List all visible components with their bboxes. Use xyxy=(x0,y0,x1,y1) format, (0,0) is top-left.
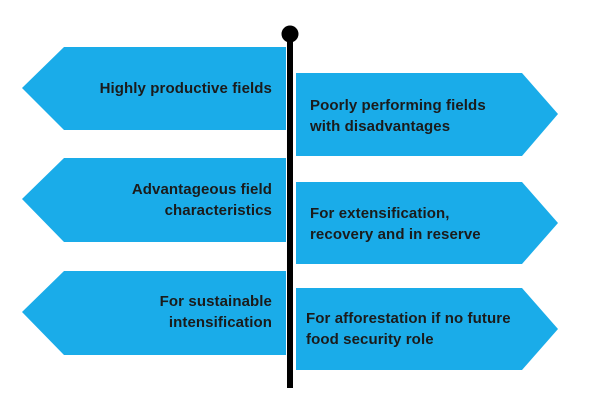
left-sign-2-label: Advantageous field characteristics xyxy=(131,181,272,219)
left-sign-1-label: Highly productive fields xyxy=(99,80,272,97)
right-sign-2-label: For extensification, recovery and in res… xyxy=(310,205,481,243)
right-sign-3-label: For afforestation if no future food secu… xyxy=(306,310,511,348)
signpost-pole-cap xyxy=(281,25,299,43)
left-sign-1 xyxy=(22,47,286,130)
left-sign-2 xyxy=(22,158,286,242)
left-sign-3 xyxy=(22,271,286,355)
right-sign-1 xyxy=(296,73,558,156)
right-sign-1-label: Poorly performing fields with disadvanta… xyxy=(310,97,486,135)
left-sign-3-label: For sustainable intensification xyxy=(159,293,272,331)
right-sign-2 xyxy=(296,182,558,264)
right-sign-3 xyxy=(296,288,558,370)
signpost-pole xyxy=(287,34,293,388)
